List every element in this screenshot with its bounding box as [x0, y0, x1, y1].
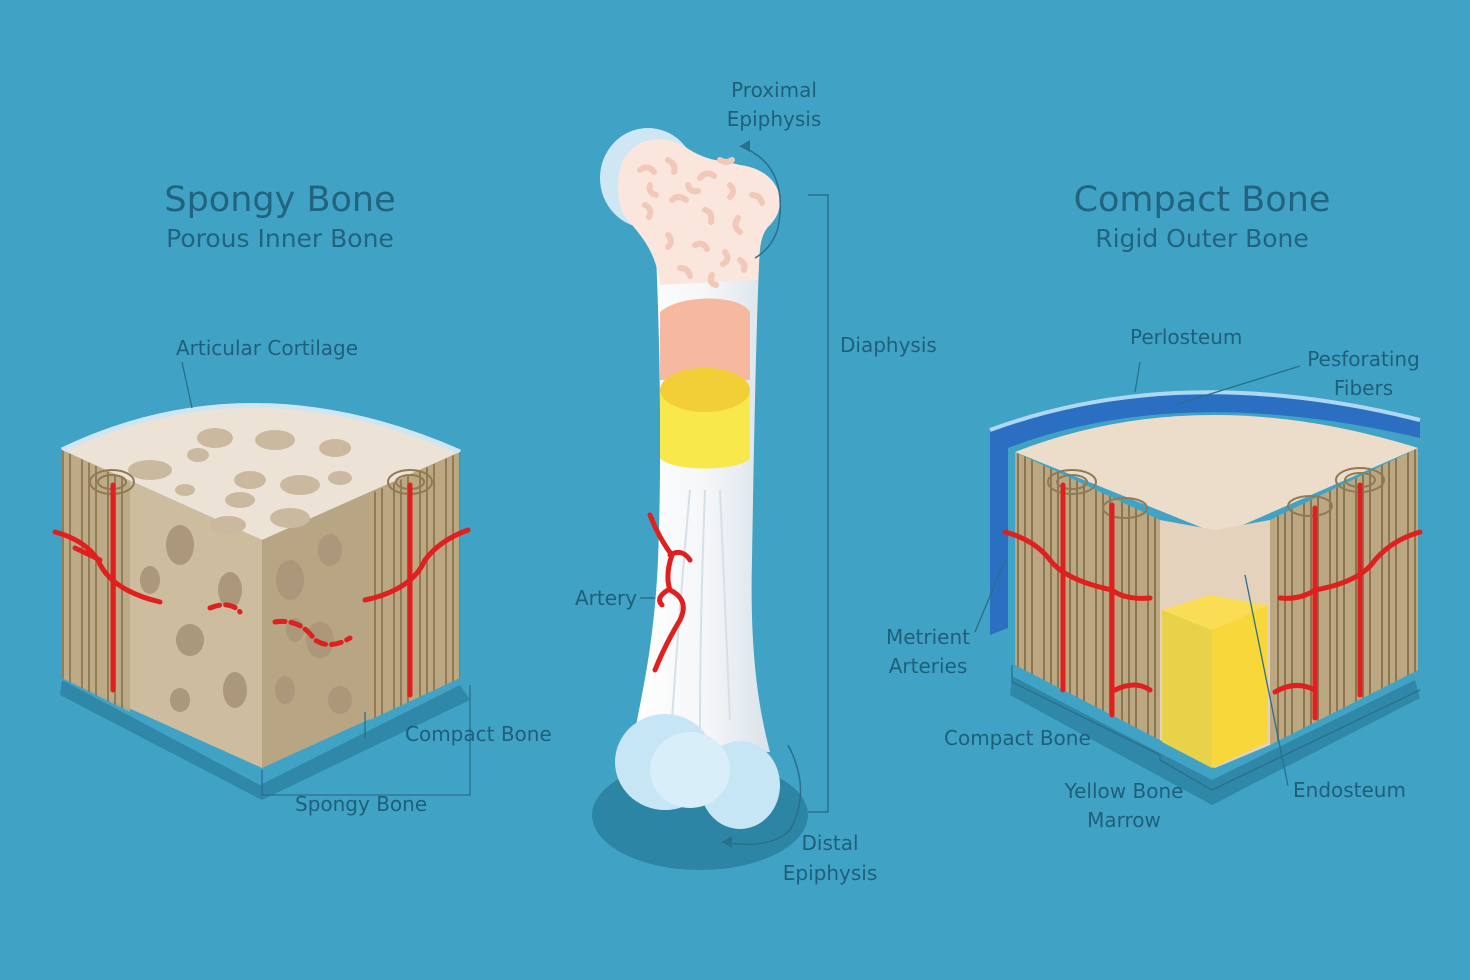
yellow-marrow-top: [1162, 595, 1268, 630]
label-proximal-epiphysis: Epiphysis: [726, 107, 822, 131]
label-distal-epiphysis: Epiphysis: [782, 861, 878, 885]
label-compact-compact-bone: Compact Bone: [944, 726, 1091, 750]
label-spongy-compact-bone: Compact Bone: [405, 722, 552, 746]
label-artery: Artery: [575, 586, 638, 610]
spongy-leader-lines: [181, 361, 471, 796]
label-metrient-arteries: Arteries: [888, 654, 968, 678]
yellow-marrow-body: [660, 392, 750, 469]
label-diaphysis: Diaphysis: [840, 333, 937, 357]
compact-arteries: [1002, 482, 1423, 721]
label-spongy-bone: Spongy Bone: [295, 792, 428, 816]
label-endosteum: Endosteum: [1293, 778, 1406, 802]
red-marrow-band: [660, 298, 750, 380]
compact-title: Compact Bone: [1073, 180, 1331, 220]
label-articular-cartilage: Articular Cortilage: [176, 336, 359, 360]
label-yellow-bone: Yellow Bone: [1064, 779, 1184, 803]
distal-knob-inner: [650, 732, 730, 808]
spongy-top-surface: [62, 405, 460, 540]
spongy-pores-top: [128, 428, 352, 534]
compact-subtitle: Rigid Outer Bone: [1095, 224, 1309, 253]
yellow-marrow-top-shade: [660, 368, 750, 412]
spongy-texture: [637, 157, 765, 288]
compact-left-face: [1015, 452, 1160, 740]
long-bone: [592, 128, 808, 870]
compact-right-face: [1270, 448, 1418, 745]
spongy-title: Spongy Bone: [164, 180, 396, 220]
spongy-arteries: [52, 482, 471, 698]
compact-band-right: [370, 452, 460, 720]
label-perforating-fibers: Fibers: [1333, 376, 1394, 400]
label-yellow-bone-marrow: Marrow: [1087, 808, 1161, 832]
bone-artery: [647, 512, 693, 673]
proximal-epiphysis-head: [618, 139, 780, 285]
label-metrient: Metrient: [885, 625, 970, 649]
articular-cartilage-edge: [60, 403, 462, 455]
yellow-marrow-face-right: [1212, 605, 1268, 768]
label-periosteum: Perlosteum: [1130, 325, 1243, 349]
spongy-subtitle: Porous Inner Bone: [166, 224, 394, 253]
bone-leader-lines: [640, 145, 829, 845]
compact-block-shadow: [1010, 676, 1420, 805]
arrow-heads: [722, 140, 750, 848]
spongy-pores-side: [140, 525, 352, 714]
label-perforating: Pesforating: [1307, 347, 1420, 371]
periosteum-edge: [989, 390, 1421, 432]
label-distal: Distal: [801, 831, 859, 855]
compact-bone-block: [989, 390, 1423, 805]
yellow-marrow-face-left: [1162, 610, 1212, 768]
compact-leader-lines: [974, 361, 1421, 791]
spongy-bone-block: [52, 403, 471, 800]
compact-top-surface: [1015, 414, 1418, 535]
label-proximal: Proximal: [731, 78, 817, 102]
